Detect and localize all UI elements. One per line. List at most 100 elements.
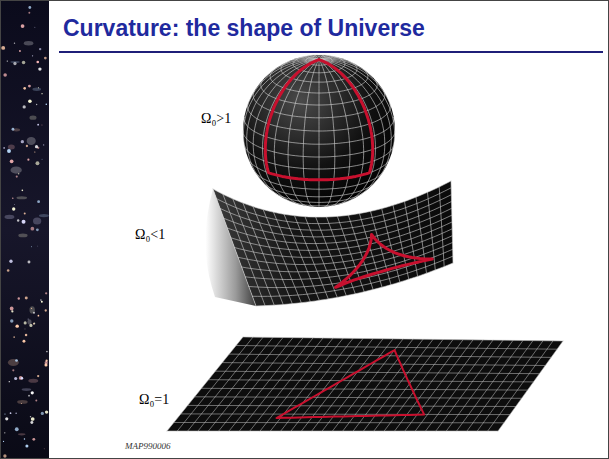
star xyxy=(30,421,33,424)
plane-grid xyxy=(188,405,516,406)
star xyxy=(28,85,31,88)
plane-grid xyxy=(174,422,504,423)
plane-grid xyxy=(364,339,434,431)
star xyxy=(24,328,26,330)
saddle-grid xyxy=(242,236,453,272)
saddle-grid xyxy=(227,208,451,243)
star xyxy=(9,260,12,263)
star xyxy=(27,159,29,161)
star xyxy=(33,323,35,325)
saddle-grid xyxy=(235,222,453,257)
star xyxy=(22,220,26,224)
star xyxy=(25,334,27,336)
galaxy xyxy=(17,400,28,404)
star xyxy=(41,124,43,126)
sphere-grid xyxy=(319,60,335,207)
star xyxy=(44,57,47,60)
star xyxy=(33,312,35,314)
galaxy xyxy=(28,379,38,383)
plane-grid xyxy=(236,346,557,350)
star xyxy=(36,228,39,231)
star xyxy=(23,105,26,108)
plane-grid xyxy=(202,388,528,390)
saddle-grid xyxy=(213,181,451,217)
galaxy xyxy=(8,359,19,366)
star xyxy=(43,448,45,450)
star xyxy=(13,203,15,205)
star xyxy=(22,340,25,343)
star xyxy=(5,417,8,420)
plane-grid xyxy=(384,340,453,431)
sphere-grid xyxy=(274,60,319,205)
star xyxy=(7,149,11,153)
galaxy xyxy=(18,433,25,435)
star xyxy=(13,336,15,338)
star xyxy=(12,197,13,198)
star xyxy=(14,42,15,43)
plane-grid xyxy=(405,340,473,431)
star xyxy=(3,454,6,457)
star-field xyxy=(1,1,49,459)
plane-grid xyxy=(167,431,498,432)
flat-density-label: Ω₀=1 xyxy=(139,392,169,408)
saddle xyxy=(205,181,453,306)
star xyxy=(37,245,39,247)
star xyxy=(24,321,27,324)
star xyxy=(28,319,29,320)
star xyxy=(41,301,43,303)
star xyxy=(15,412,16,413)
star xyxy=(4,432,5,433)
plane-grid xyxy=(215,371,539,374)
star xyxy=(45,104,47,106)
star xyxy=(37,375,39,377)
sphere-grid xyxy=(319,60,395,153)
star xyxy=(18,173,20,175)
open-density-label: Ω₀<1 xyxy=(135,227,165,243)
plane-grid xyxy=(498,341,563,431)
star xyxy=(12,207,15,210)
plane-grid xyxy=(209,380,534,382)
flat-triangle xyxy=(277,350,425,418)
star xyxy=(32,55,33,56)
star xyxy=(37,200,40,203)
star xyxy=(10,412,12,414)
plane-grid xyxy=(436,340,503,431)
star xyxy=(13,62,16,65)
star xyxy=(14,377,17,380)
sphere-grid xyxy=(319,58,345,60)
star xyxy=(45,410,48,413)
galaxy xyxy=(5,215,15,219)
star xyxy=(21,190,23,192)
star xyxy=(19,376,23,380)
star xyxy=(35,145,38,148)
galaxy xyxy=(29,115,36,119)
star xyxy=(28,395,30,397)
star xyxy=(22,61,25,64)
plane-grid xyxy=(426,340,493,431)
star xyxy=(32,438,35,441)
star xyxy=(34,26,36,28)
flat-plane xyxy=(167,337,563,431)
star xyxy=(11,310,13,312)
star xyxy=(10,319,13,322)
sphere-body xyxy=(243,55,395,207)
sphere-grid xyxy=(303,60,319,207)
star xyxy=(31,246,33,248)
saddle-grid xyxy=(224,202,452,237)
plane-grid xyxy=(229,354,551,357)
spherical-triangle xyxy=(265,60,372,180)
plane-grid xyxy=(188,337,263,431)
galaxy xyxy=(27,137,36,145)
sphere-grid xyxy=(319,60,350,206)
saddle-grid xyxy=(220,195,451,231)
star xyxy=(28,12,30,14)
plane-grid xyxy=(222,363,545,366)
star xyxy=(38,87,39,88)
plane-grid xyxy=(467,341,533,431)
star xyxy=(15,427,19,431)
plane-grid xyxy=(243,337,563,341)
star xyxy=(28,99,32,103)
saddle-surface xyxy=(213,181,453,306)
